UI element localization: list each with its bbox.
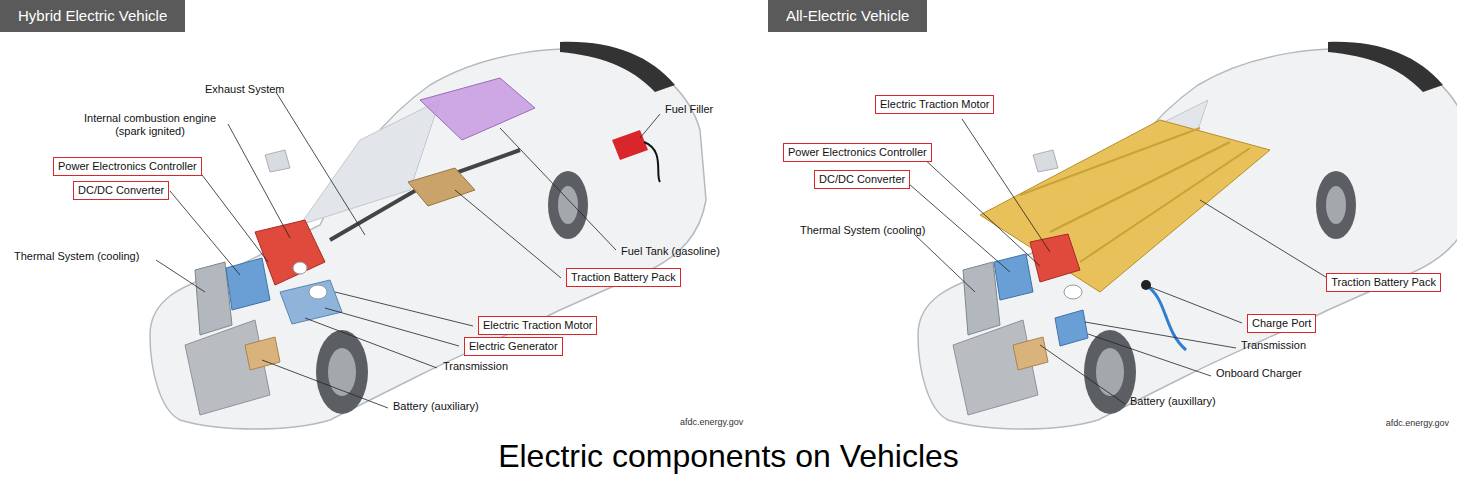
- reservoir: [309, 285, 327, 299]
- component-name: Traction Battery Pack: [1331, 276, 1436, 289]
- source-credit: afdc.energy.gov: [1386, 417, 1449, 430]
- component-box: Power Electronics Controller: [53, 157, 202, 176]
- panel-tab: All-Electric Vehicle: [768, 0, 927, 32]
- component-box: DC/DC Converter: [814, 170, 910, 189]
- part-label: Transmission: [443, 360, 508, 373]
- charge-port: [1141, 280, 1151, 290]
- leader-line: [500, 128, 616, 250]
- leader-line: [335, 292, 473, 326]
- reservoir: [293, 262, 307, 274]
- part-label: Thermal System (cooling): [800, 224, 925, 237]
- part-label: Battery (auxillary): [1130, 395, 1216, 408]
- component-box: Power Electronics Controller: [783, 143, 932, 162]
- component-name: DC/DC Converter: [819, 173, 905, 186]
- panel-title: Hybrid Electric Vehicle: [18, 7, 167, 24]
- leader-line: [640, 114, 660, 138]
- dc-dc-converter: [994, 254, 1033, 300]
- panel-tab: Hybrid Electric Vehicle: [0, 0, 185, 32]
- engine: [255, 220, 325, 285]
- motor-generator: [280, 280, 342, 324]
- panel-title: All-Electric Vehicle: [786, 7, 909, 24]
- leader-line: [1040, 345, 1125, 404]
- component-name: DC/DC Converter: [78, 184, 164, 197]
- leader-line: [1085, 322, 1236, 348]
- leader-line: [262, 360, 388, 408]
- fuel-tank: [420, 78, 535, 140]
- leader-line: [196, 167, 268, 262]
- part-label: Onboard Charger: [1216, 367, 1302, 380]
- leader-line: [1200, 200, 1334, 282]
- car-body: [150, 42, 706, 429]
- component-name: Electric Generator: [469, 340, 558, 353]
- component-box: Charge Port: [1247, 314, 1316, 333]
- part-label: Fuel Filler: [665, 103, 713, 116]
- part-label: Battery (auxiliary): [393, 400, 479, 413]
- part-label: Fuel Tank (gasoline): [621, 245, 720, 258]
- part-label: Transmission: [1241, 339, 1306, 352]
- reservoir: [1064, 285, 1082, 299]
- leader-line: [170, 191, 240, 275]
- leader-line: [455, 190, 561, 278]
- part-label: Thermal System (cooling): [14, 250, 139, 263]
- component-box: Traction Battery Pack: [1326, 273, 1441, 292]
- leader-line: [156, 260, 205, 292]
- component-box: Traction Battery Pack: [566, 268, 681, 287]
- electric-car: [918, 42, 1457, 429]
- component-name: Traction Battery Pack: [571, 271, 676, 284]
- component-box: Electric Generator: [464, 337, 563, 356]
- component-name: Electric Traction Motor: [483, 319, 592, 332]
- component-name: Charge Port: [1252, 317, 1311, 330]
- component-box: DC/DC Converter: [73, 181, 169, 200]
- exhaust-pipe: [330, 150, 520, 240]
- leader-line: [276, 92, 365, 235]
- leader-line: [1088, 334, 1211, 376]
- hybrid-car: [150, 42, 706, 429]
- source-credit: afdc.energy.gov: [680, 416, 743, 429]
- leader-line: [1150, 287, 1242, 323]
- component-name: Power Electronics Controller: [788, 146, 927, 159]
- charge-cable: [1146, 285, 1186, 350]
- part-label: Internal combustion engine (spark ignite…: [74, 112, 226, 138]
- leader-lines: [156, 92, 1334, 408]
- leader-line: [914, 234, 975, 292]
- component-name: Electric Traction Motor: [880, 98, 989, 111]
- leader-line: [305, 318, 437, 368]
- car-body: [918, 42, 1457, 429]
- onboard-charger: [1055, 310, 1088, 346]
- leader-line: [921, 156, 1040, 266]
- leader-line: [962, 119, 1050, 252]
- component-box: Electric Traction Motor: [478, 316, 597, 335]
- traction-battery: [408, 168, 475, 206]
- traction-motor: [1030, 234, 1080, 282]
- leader-line: [325, 308, 459, 346]
- figure-caption: Electric components on Vehicles: [0, 438, 1457, 475]
- fuel-hose: [644, 142, 660, 182]
- component-name: Power Electronics Controller: [58, 160, 197, 173]
- part-label: Exhaust System: [205, 83, 284, 96]
- component-box: Electric Traction Motor: [875, 95, 994, 114]
